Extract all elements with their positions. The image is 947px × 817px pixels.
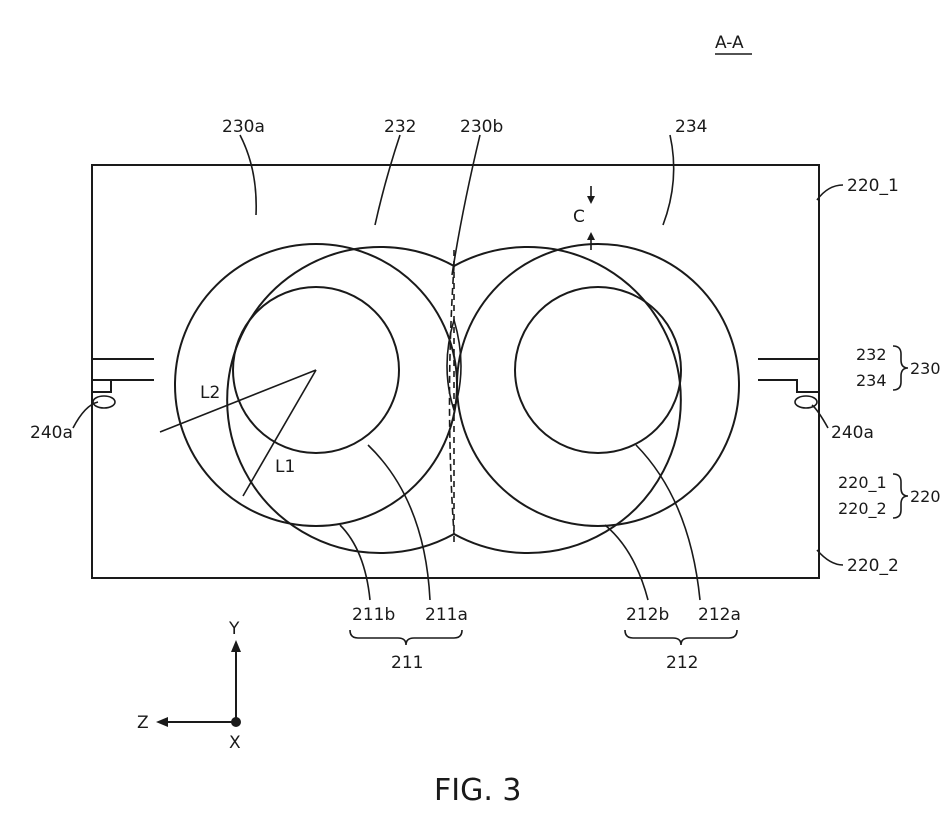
label-234: 234 xyxy=(675,117,707,137)
label-212b: 212b xyxy=(626,605,669,625)
label-211a: 211a xyxy=(425,605,468,625)
label-211: 211 xyxy=(391,653,423,673)
group-220-item1: 220_1 xyxy=(838,473,887,493)
label-l2: L2 xyxy=(200,383,220,403)
axis-x-label: X xyxy=(229,733,241,753)
label-240a-right: 240a xyxy=(831,423,874,443)
group-230-item1: 232 xyxy=(856,345,887,364)
label-212: 212 xyxy=(666,653,698,673)
gap-c-indicator xyxy=(587,186,595,250)
core-212a xyxy=(515,287,681,453)
label-220-1: 220_1 xyxy=(847,176,899,196)
figure-caption: FIG. 3 xyxy=(434,773,522,808)
group-220-label: 220 xyxy=(910,487,941,506)
left-flange xyxy=(92,359,154,392)
label-230b: 230b xyxy=(460,117,503,137)
axis-z-label: Z xyxy=(137,713,149,733)
braces xyxy=(350,346,908,645)
label-230a: 230a xyxy=(222,117,265,137)
label-240a-left: 240a xyxy=(30,423,73,443)
label-232: 232 xyxy=(384,117,416,137)
axis-triad xyxy=(156,640,241,727)
label-l1: L1 xyxy=(275,457,295,477)
axis-y-label: Y xyxy=(228,619,240,639)
group-220-item2: 220_2 xyxy=(838,499,887,519)
right-flange xyxy=(758,359,819,392)
label-220-2: 220_2 xyxy=(847,556,899,576)
group-230-item2: 234 xyxy=(856,371,887,390)
label-211b: 211b xyxy=(352,605,395,625)
label-c: C xyxy=(573,207,585,227)
label-212a: 212a xyxy=(698,605,741,625)
group-230-label: 230 xyxy=(910,359,941,378)
section-label: A-A xyxy=(715,33,744,53)
